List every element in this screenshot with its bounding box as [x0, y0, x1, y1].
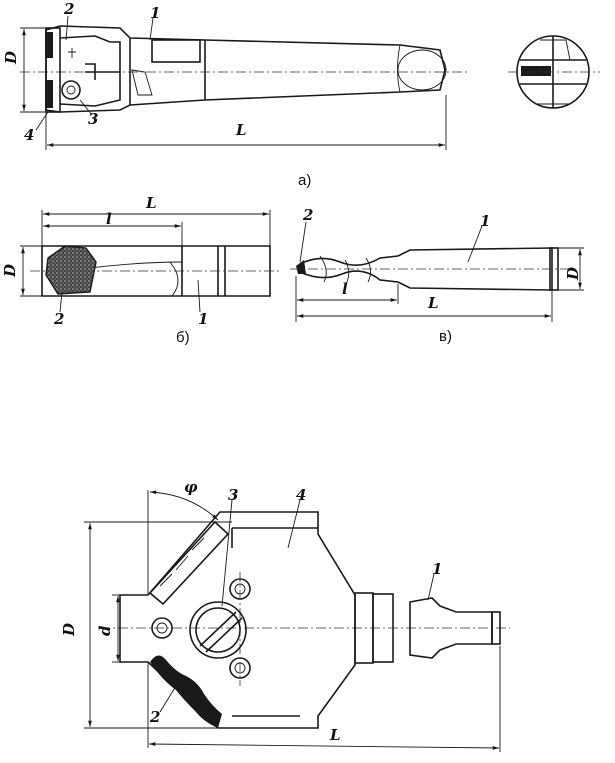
callout-a-1: 1 [150, 4, 160, 22]
dim-v-l: l [342, 280, 348, 298]
caption-b: б) [176, 329, 190, 346]
figure-b: D L l 2 1 б) [1, 194, 282, 346]
dim-main-d: d [96, 625, 114, 636]
callout-a-3: 3 [88, 110, 98, 128]
callout-a-2: 2 [63, 0, 74, 18]
dim-b-L: L [145, 194, 157, 212]
dim-main-L: L [329, 726, 341, 744]
callout-a-4: 4 [24, 126, 34, 144]
callout-b-2: 2 [53, 310, 64, 328]
figure-main: D d L φ 3 4 1 2 [60, 478, 510, 752]
dim-v-L: L [427, 294, 439, 312]
dim-main-phi: φ [184, 478, 198, 496]
dim-main-D: D [60, 623, 78, 637]
dim-b-l: l [106, 210, 112, 228]
caption-a: а) [298, 172, 311, 189]
dim-a-D: D [2, 51, 20, 65]
dim-b-D: D [1, 264, 19, 278]
callout-v-1: 1 [480, 212, 490, 230]
callout-v-2: 2 [302, 206, 313, 224]
callout-main-3: 3 [228, 486, 238, 504]
callout-main-4: 4 [296, 486, 306, 504]
callout-b-1: 1 [198, 310, 208, 328]
dim-v-D: D [564, 267, 582, 281]
figure-a-end-view [508, 35, 600, 109]
figure-a: D L 2 1 3 4 а) [2, 0, 600, 189]
caption-v: в) [439, 328, 452, 345]
callout-main-2: 2 [149, 708, 160, 726]
figure-v: D l L 2 1 в) [290, 206, 584, 345]
callout-main-1: 1 [432, 560, 442, 578]
dim-a-L: L [235, 121, 247, 139]
